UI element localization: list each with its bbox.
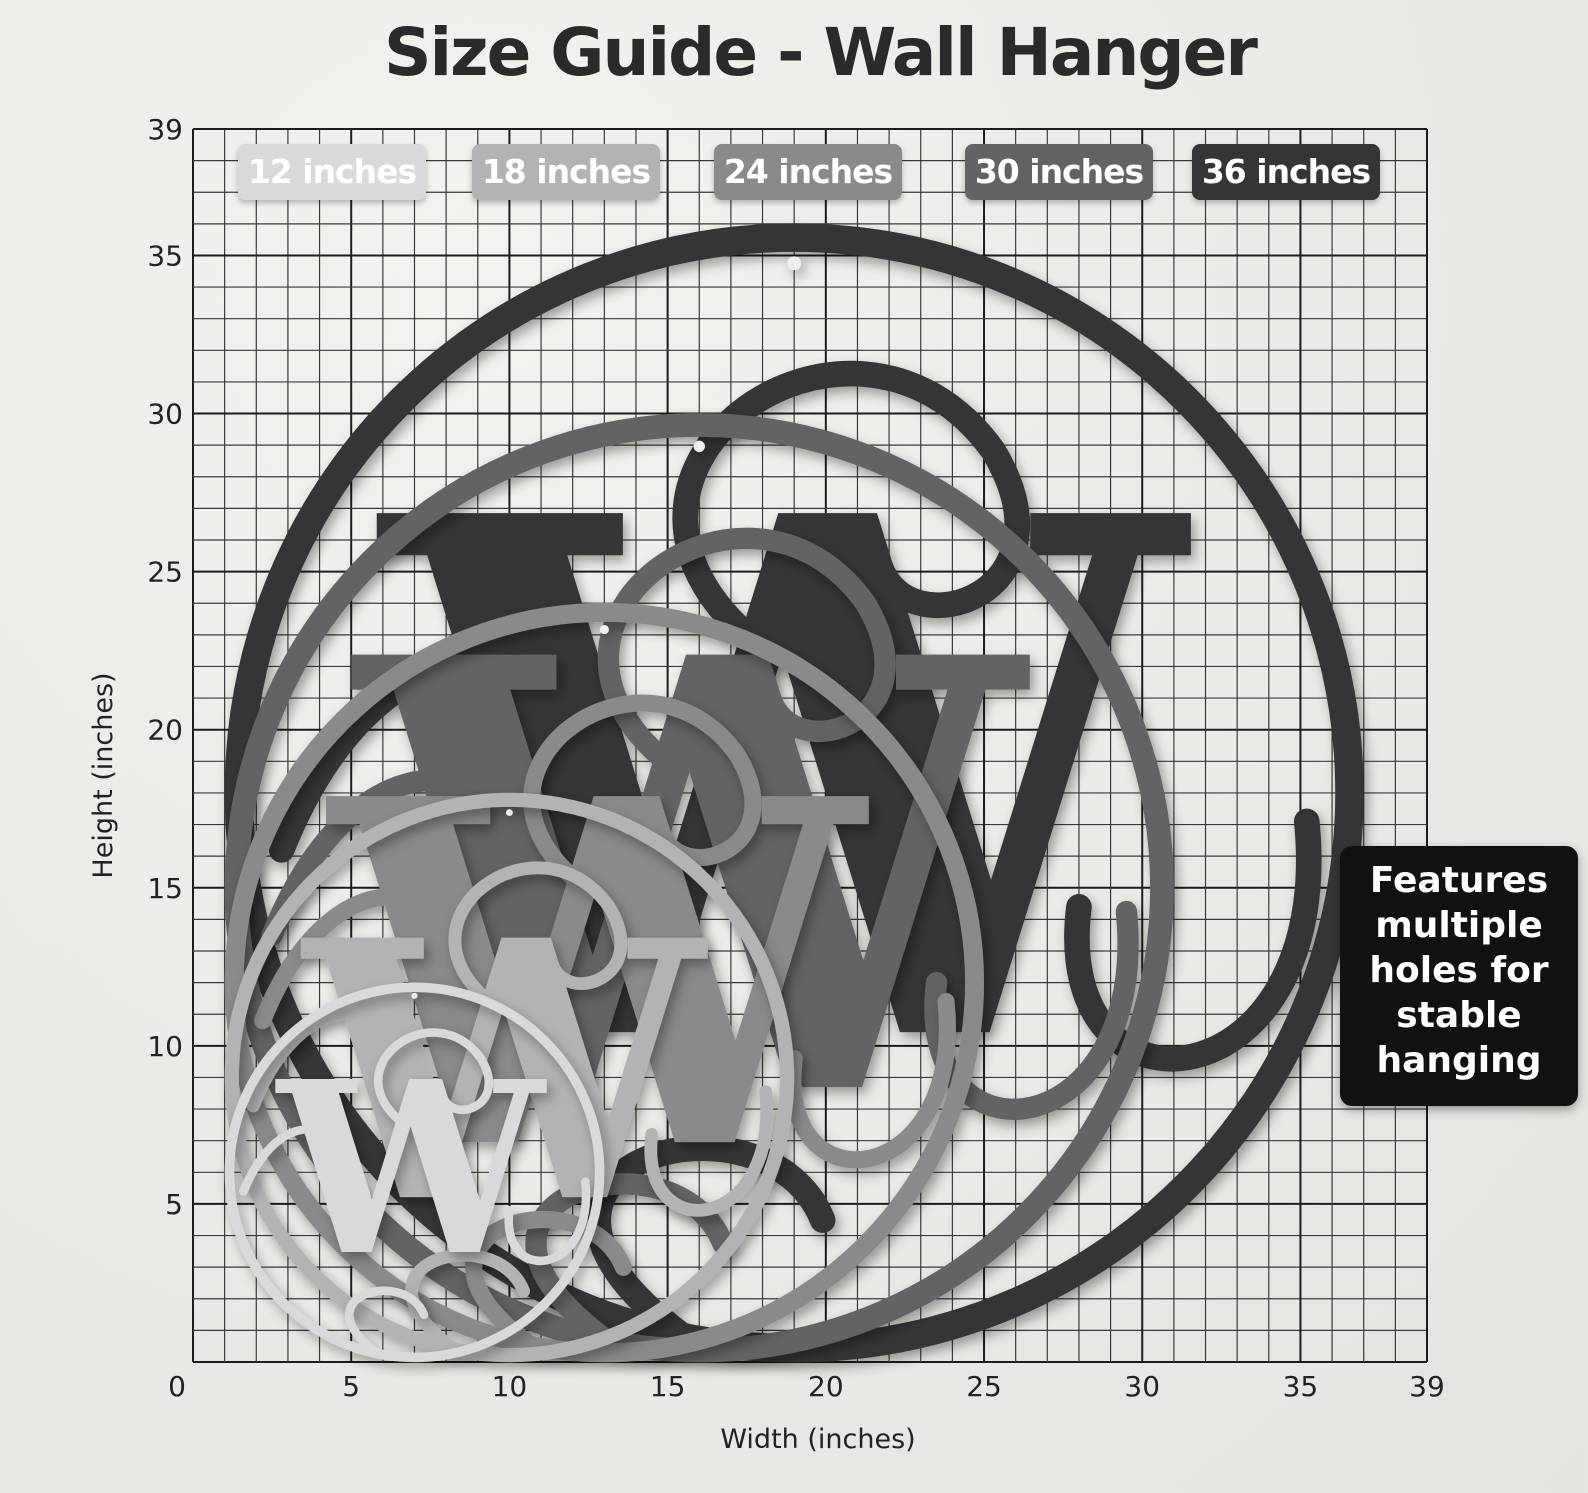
ring-12-inches: W: [224, 982, 605, 1363]
y-tick-label: 25: [147, 556, 183, 589]
hanging-hole: [599, 624, 609, 635]
y-tick-label: 35: [147, 239, 183, 272]
right-flourish: [784, 993, 956, 1169]
note-line: multiple: [1375, 905, 1543, 946]
hanging-hole: [693, 440, 705, 453]
x-tick-label: 10: [492, 1370, 528, 1403]
features-note: Features multiple holes for stable hangi…: [1340, 846, 1578, 1106]
ring-18-inches: W: [224, 792, 795, 1363]
outer-ring: [224, 413, 1174, 1363]
y-axis-label: Height (inches): [88, 672, 119, 878]
top-flourish: [523, 694, 762, 897]
right-flourish: [644, 1085, 774, 1217]
top-flourish: [597, 527, 896, 780]
y-tick-label: 15: [147, 872, 183, 905]
x-tick-label: 35: [1283, 1370, 1319, 1403]
x-tick-labels: 0 5 10 15 20 25 30 35 39: [168, 1370, 1445, 1403]
hanging-hole: [411, 992, 418, 999]
x-tick-label: 25: [966, 1370, 1002, 1403]
legend-36-inches: 36 inches: [1192, 144, 1380, 200]
y-tick-labels: 5 10 15 20 25 30 35 39: [147, 113, 183, 1221]
outer-ring: [224, 602, 985, 1363]
bottom-flourish: [344, 1286, 429, 1357]
legend-24-inches: 24 inches: [714, 144, 902, 200]
x-tick-label: 15: [650, 1370, 686, 1403]
note-line: stable: [1396, 995, 1522, 1036]
outer-ring: [224, 792, 795, 1363]
left-flourish: [261, 769, 512, 946]
legend-18-inches: 18 inches: [472, 144, 660, 200]
y-tick-label: 39: [147, 113, 183, 146]
outer-ring: [224, 982, 605, 1363]
right-flourish: [1064, 808, 1322, 1072]
x-tick-label: 39: [1409, 1370, 1445, 1403]
right-flourish: [504, 1177, 591, 1265]
top-flourish: [374, 1028, 493, 1130]
y-tick-label: 10: [147, 1030, 183, 1063]
legend-12-inches: 12 inches: [238, 144, 426, 200]
left-flourish: [254, 888, 455, 1030]
x-tick-label: 30: [1124, 1370, 1160, 1403]
top-flourish: [448, 861, 628, 1013]
monogram-letter: W: [274, 1029, 547, 1308]
note-line: Features: [1369, 860, 1549, 901]
y-tick-label: 5: [165, 1188, 183, 1221]
y-tick-label: 20: [147, 714, 183, 747]
hanging-hole: [787, 256, 802, 271]
top-flourish: [672, 360, 1030, 664]
bottom-flourish: [585, 1135, 836, 1347]
x-tick-label: 5: [342, 1370, 360, 1403]
monogram-letter: W: [298, 863, 710, 1281]
left-flourish: [268, 651, 570, 863]
left-flourish: [239, 1125, 340, 1196]
legend-30-inches: 30 inches: [965, 144, 1153, 200]
hanging-hole: [505, 809, 513, 817]
note-line: holes for: [1369, 950, 1549, 991]
x-tick-label: 0: [168, 1370, 186, 1403]
x-axis-label: Width (inches): [720, 1424, 915, 1455]
y-tick-label: 30: [147, 398, 183, 431]
left-flourish: [246, 1006, 398, 1113]
note-line: hanging: [1376, 1040, 1542, 1081]
x-tick-label: 20: [808, 1370, 844, 1403]
page-title: Size Guide - Wall Hanger: [384, 14, 1258, 91]
